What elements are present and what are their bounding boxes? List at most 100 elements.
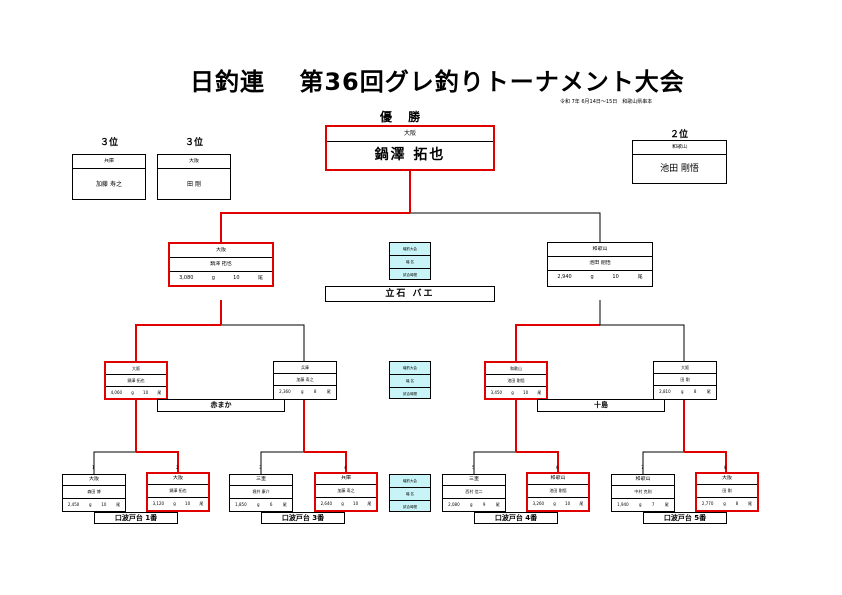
qf1-name: 鍋澤 拓也 (127, 378, 145, 383)
unit-fish: 尾 (257, 275, 263, 281)
count: 8 (735, 501, 739, 506)
count: 10 (233, 275, 240, 281)
r1-8-pref: 大阪 (721, 475, 732, 481)
count: 10 (101, 502, 107, 507)
weight: 2,080 (448, 502, 460, 507)
seed-num-4: 4 (344, 465, 347, 470)
qf-box-1: 大阪 鍋澤 拓也 4,060 g 10 尾 (104, 361, 168, 400)
info-row-2: 磯 名 (390, 256, 430, 269)
count: 8 (313, 389, 317, 394)
third-place-box-b: 大阪 田 剛 (157, 154, 231, 200)
qf4-result: 2,810 g 8 尾 (654, 388, 716, 395)
r1-3-pref: 三重 (255, 476, 266, 482)
count: 6 (269, 502, 273, 507)
info-row-1: 磯釣大会 (390, 243, 430, 256)
semi-right-name: 池田 剛悟 (589, 260, 611, 266)
qf-box-2: 兵庫 加藤 寿之 2,360 g 8 尾 (273, 361, 337, 400)
date-venue: 令和 7年 6月14日～15日 和歌山県串本 (560, 99, 653, 105)
r1-6-result: 3,260 g 10 尾 (528, 500, 588, 507)
count: 10 (523, 390, 529, 395)
seed-num-7: 7 (641, 465, 644, 470)
qf3-result: 3,450 g 10 尾 (486, 389, 546, 396)
unit-fish: 尾 (326, 389, 331, 394)
unit-fish: 尾 (282, 502, 287, 507)
r1-info-panel: 磯釣大会 磯 名 試合時間 (389, 474, 431, 512)
info-row-3: 試合時間 (403, 505, 417, 509)
r1-box-4: 兵庫 加藤 寿之 2,640 g 10 尾 (314, 472, 378, 512)
seed-num-2: 2 (176, 465, 179, 470)
weight: 3,260 (532, 501, 545, 506)
third-place-label-a: ３位 (100, 138, 119, 148)
r1-7-result: 1,940 g 7 尾 (612, 501, 674, 508)
r1-venue-1: 口波戸台 1番 (94, 512, 178, 524)
unit-fish: 尾 (367, 501, 372, 506)
r1-2-result: 3,120 g 10 尾 (148, 500, 208, 507)
r1-box-6: 和歌山 池田 剛悟 3,260 g 10 尾 (526, 472, 590, 512)
count: 10 (185, 501, 191, 506)
r1-venue-3: 口波戸台 4番 (474, 512, 558, 524)
third-a-name: 加藤 寿之 (96, 181, 122, 188)
semi-left-box: 大阪 鍋澤 拓也 3,080 g 10 尾 (168, 242, 274, 287)
second-name: 池田 剛悟 (660, 164, 699, 174)
weight: 4,060 (110, 390, 123, 395)
qf4-pref: 大阪 (681, 365, 689, 370)
unit-g: g (590, 274, 594, 280)
unit-fish: 尾 (748, 501, 753, 506)
r1-5-result: 2,080 g 9 尾 (443, 501, 505, 508)
unit-fish: 尾 (579, 501, 584, 506)
page-title: 日釣連 第36回グレ釣りトーナメント大会 (190, 68, 685, 96)
second-place-box: 和歌山 池田 剛悟 (632, 140, 727, 184)
r1-1-result: 2,450 g 10 尾 (63, 501, 125, 508)
count: 10 (143, 390, 149, 395)
third-place-box-a: 兵庫 加藤 寿之 (72, 154, 146, 200)
weight: 2,450 (67, 502, 80, 507)
second-pref: 和歌山 (671, 144, 687, 150)
weight: 2,810 (659, 389, 671, 394)
unit-g: g (638, 502, 642, 507)
r1-box-3: 三重 堀井 康介 1,850 g 6 尾 (229, 474, 293, 512)
unit-g: g (723, 501, 726, 506)
r1-1-pref: 大阪 (88, 476, 99, 482)
r1-6-name: 池田 剛悟 (549, 488, 567, 493)
r1-box-7: 和歌山 中村 克則 1,940 g 7 尾 (611, 474, 675, 512)
r1-7-name: 中村 克則 (634, 489, 652, 494)
third-b-pref: 大阪 (188, 158, 199, 164)
r1-box-1: 大阪 森田 博 2,450 g 10 尾 (62, 474, 126, 512)
info-row-3: 試合時間 (403, 392, 417, 396)
weight: 3,080 (179, 275, 194, 281)
r1-venue-2: 口波戸台 3番 (261, 512, 345, 524)
r1-box-8: 大阪 田 剛 2,770 g 8 尾 (695, 472, 759, 512)
r1-4-pref: 兵庫 (340, 475, 351, 481)
r1-1-name: 森田 博 (87, 489, 101, 494)
count: 10 (353, 501, 359, 506)
weight: 3,120 (152, 501, 165, 506)
seed-num-6: 6 (556, 465, 559, 470)
r1-5-pref: 三重 (468, 476, 479, 482)
r1-6-pref: 和歌山 (550, 475, 566, 481)
qf2-pref: 兵庫 (301, 365, 309, 370)
semi-info-panel: 磯釣大会 磯 名 試合時間 (389, 242, 431, 280)
r1-4-name: 加藤 寿之 (337, 488, 355, 493)
info-row-3: 試合時間 (403, 273, 417, 277)
r1-box-2: 大阪 鍋澤 拓也 3,120 g 10 尾 (146, 472, 210, 512)
champion-name: 鍋澤 拓也 (374, 147, 446, 163)
qf3-pref: 和歌山 (510, 366, 522, 371)
unit-fish: 尾 (495, 502, 500, 507)
third-place-label-b: ３位 (185, 138, 204, 148)
qf3-name: 池田 剛悟 (507, 378, 525, 383)
r1-8-result: 2,770 g 8 尾 (697, 500, 757, 507)
weight: 1,940 (617, 502, 629, 507)
r1-3-name: 堀井 康介 (252, 489, 270, 494)
semi-left-pref: 大阪 (215, 247, 226, 253)
r1-2-name: 鍋澤 拓也 (169, 488, 187, 493)
qf-venue-left: 赤まか (157, 399, 285, 412)
unit-g: g (469, 502, 473, 507)
third-b-name: 田 剛 (187, 181, 201, 188)
unit-g: g (89, 502, 92, 507)
r1-5-name: 西村 信二 (465, 489, 483, 494)
qf-box-3: 和歌山 池田 剛悟 3,450 g 10 尾 (484, 361, 548, 400)
count: 7 (651, 502, 655, 507)
unit-g: g (131, 390, 134, 395)
info-row-1: 磯釣大会 (390, 475, 430, 488)
